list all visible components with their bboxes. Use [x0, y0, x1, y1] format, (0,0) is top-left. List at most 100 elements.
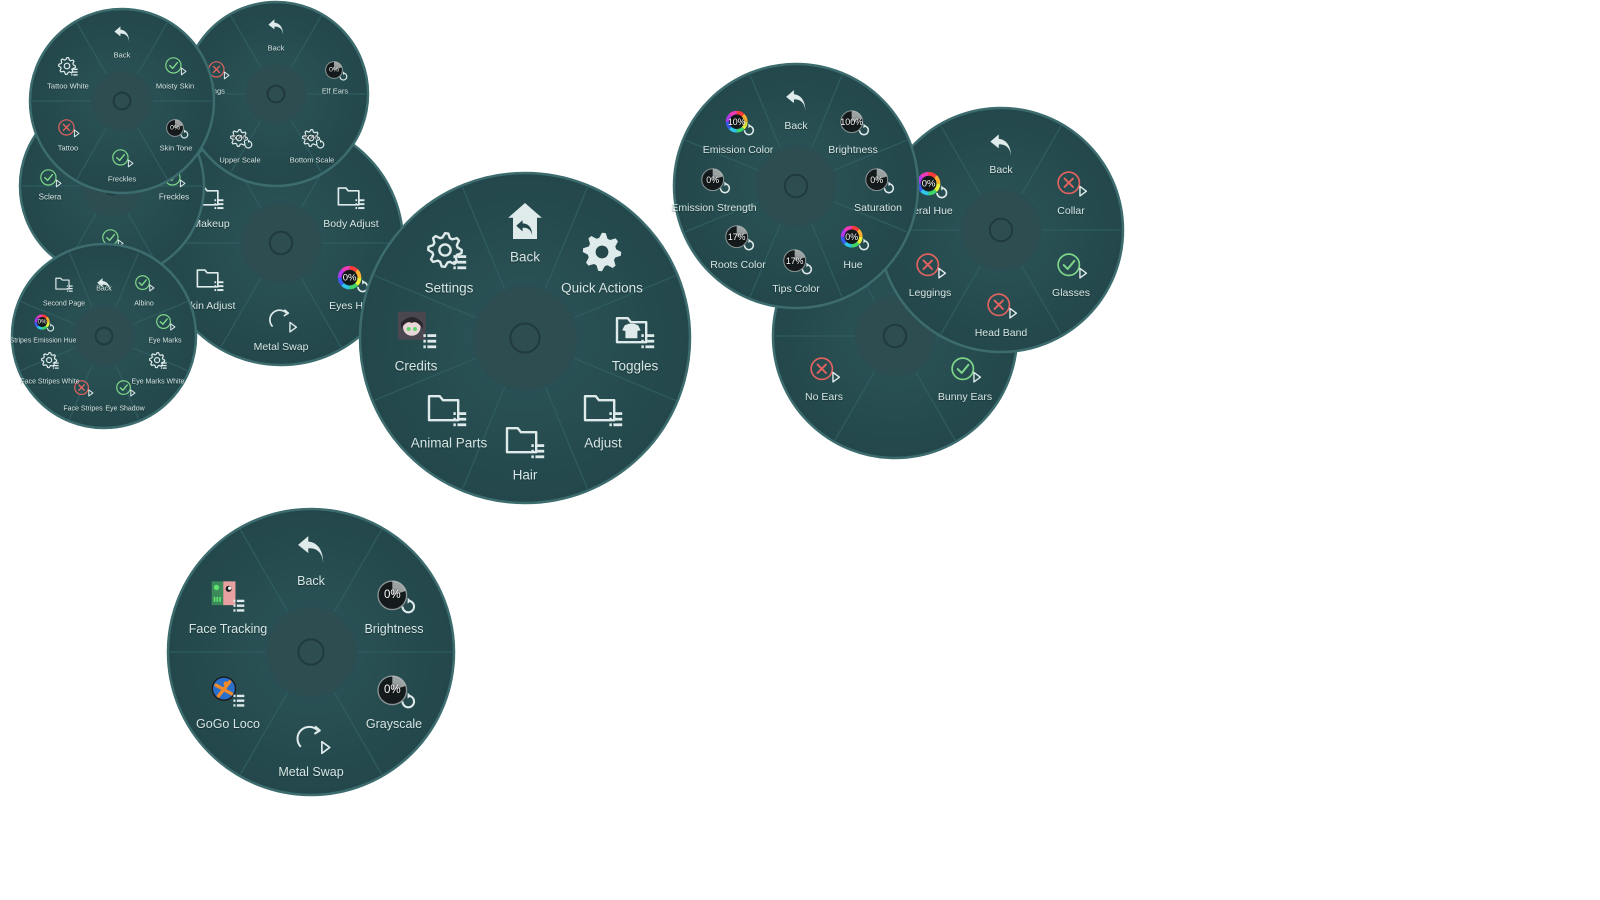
center-hub[interactable]: [73, 305, 135, 367]
center-hub[interactable]: [472, 285, 578, 391]
brightness-value: 0%: [383, 589, 401, 602]
color-wheel-icon: [34, 314, 55, 332]
eye-shadow-label: Eye Shadow: [105, 405, 145, 413]
emission-strength-label: Emission Strength: [671, 202, 757, 214]
center-hub[interactable]: [245, 63, 307, 125]
settings-gear-icon: [302, 129, 325, 149]
center-cursor-dot: [783, 173, 809, 199]
radial-dial-icon: [377, 675, 416, 709]
grayscale-value: 0%: [383, 684, 401, 697]
emission-strength-value: 0%: [706, 174, 720, 185]
center-hub[interactable]: [265, 606, 357, 698]
center-cursor-dot: [882, 323, 908, 349]
center-hub[interactable]: [240, 202, 322, 284]
makeup-label: Makeup: [192, 218, 230, 230]
segment-divider: [114, 363, 139, 420]
bottom-scale-value: 50%: [304, 134, 318, 142]
center-hub[interactable]: [91, 70, 153, 132]
center-cursor-dot: [112, 91, 132, 111]
saturation-label: Saturation: [854, 202, 902, 214]
bottom-scale-label: Bottom Scale: [289, 155, 335, 165]
hue-value: 0%: [845, 231, 859, 242]
segment-divider: [290, 119, 322, 173]
back-arrow-icon: [783, 87, 809, 113]
animal-parts-label: Animal Parts: [410, 435, 488, 451]
cross-toggle-icon: [987, 293, 1018, 321]
gogo-loco-label: GoGo Loco: [196, 717, 260, 731]
center-cursor-dot: [297, 638, 325, 666]
roots-color-label: Roots Color: [710, 259, 766, 271]
emission-color-value: 10%: [727, 116, 746, 127]
adjust-label: Adjust: [584, 435, 622, 451]
check-toggle-icon: [165, 57, 187, 77]
no-ears-label: No Ears: [805, 391, 843, 403]
eyes-hue-value: 0%: [342, 272, 357, 284]
settings-label: Settings: [424, 280, 474, 296]
moisty-skin-label: Moisty Skin: [155, 81, 195, 91]
check-toggle-icon: [156, 314, 176, 332]
color-wheel-icon: [840, 225, 870, 251]
segment-divider: [290, 15, 322, 69]
eye-marks-white-label: Eye Marks White: [131, 378, 185, 386]
radial-dial-icon: [725, 225, 755, 251]
general-hue-label: neral Hue: [907, 205, 953, 217]
radial-dial-icon: [865, 168, 895, 194]
segment-divider: [131, 301, 188, 326]
radial-dial-icon: [701, 168, 731, 194]
segment-divider: [76, 126, 108, 180]
credits-label: Credits: [394, 358, 438, 374]
metal-swap-icon: [267, 307, 298, 335]
back-arrow-icon: [266, 17, 286, 37]
segment-divider: [544, 385, 588, 489]
quick-actions-menu-ring: [166, 507, 456, 797]
brightness-label: Brightness: [828, 144, 878, 156]
segment-divider: [834, 370, 876, 441]
brightness-value: 100%: [840, 116, 863, 127]
check-toggle-icon: [951, 357, 982, 385]
segment-divider: [374, 275, 478, 319]
back-arrow-icon: [294, 532, 328, 566]
radial-dial-icon: [325, 61, 348, 81]
cross-toggle-icon: [1057, 171, 1088, 199]
center-hub[interactable]: [755, 145, 837, 227]
wings-label: ings: [211, 86, 225, 96]
skin-menu-ring: [28, 7, 216, 195]
skin-tone-value: 0%: [170, 124, 180, 132]
leggings-label: Leggings: [908, 287, 952, 299]
check-toggle-icon: [40, 169, 62, 189]
gogo-loco-logo-icon: [211, 675, 245, 709]
animal-parts-menu-ring: [182, 0, 370, 188]
folder-icon: [583, 389, 623, 429]
eyes-hue-label: Eyes Hu: [329, 300, 369, 312]
cross-toggle-icon: [916, 253, 947, 281]
back-label: Back: [267, 43, 285, 53]
back-label: Back: [509, 249, 541, 265]
stripes-emission-hue-label: Stripes Emission Hue: [9, 337, 77, 345]
segment-divider: [462, 385, 506, 489]
quick-actions-label: Quick Actions: [561, 280, 643, 296]
segment-divider: [20, 301, 77, 326]
general-hue-value: 0%: [921, 178, 936, 190]
segment-divider: [572, 275, 676, 319]
back-label: Back: [784, 120, 808, 132]
folder-icon: [505, 421, 545, 461]
back-arrow-icon: [95, 276, 113, 294]
radial-dial-icon: [377, 580, 416, 614]
tips-color-label: Tips Color: [772, 283, 820, 295]
tattoo-label: Tattoo: [57, 143, 79, 153]
face-tracking-icon: [211, 580, 245, 614]
grayscale-label: Grayscale: [365, 717, 423, 731]
segment-divider: [69, 363, 94, 420]
body-adjust-label: Body Adjust: [323, 218, 379, 230]
color-wheel-icon: [725, 110, 755, 136]
center-hub[interactable]: [960, 189, 1042, 271]
settings-gear-icon: [58, 57, 78, 77]
skin-tone-label: Skin Tone: [159, 143, 193, 153]
